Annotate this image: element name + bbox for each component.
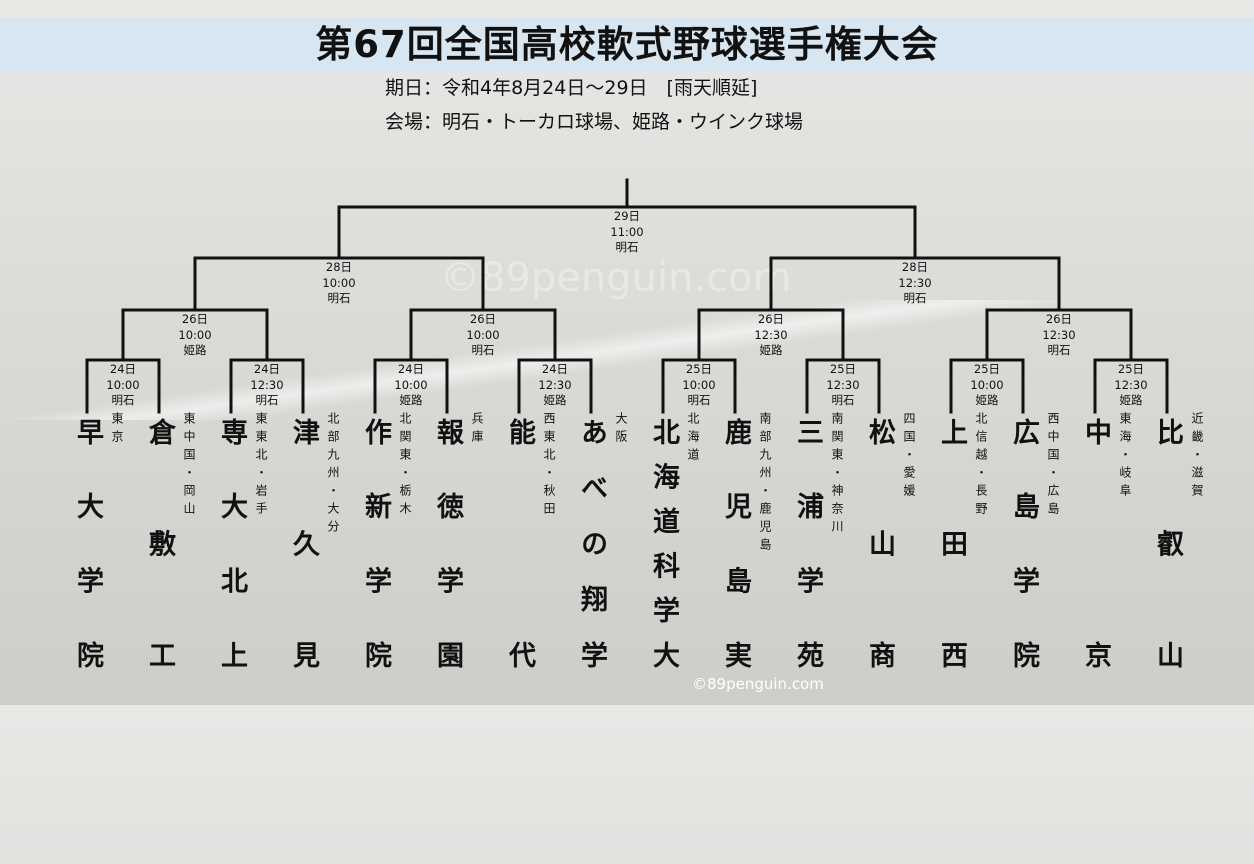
match-date: 28日 (325, 260, 353, 274)
match-time: 10:00 (106, 377, 140, 392)
match-venue: 姫路 (759, 343, 783, 357)
match-date: 24日 (541, 362, 569, 376)
tournament-venues: 会場：明石・トーカロ球場、姫路・ウインク球場 (385, 111, 804, 133)
page-title: 第67回全国高校軟式野球選手権大会 (315, 23, 939, 66)
match-date: 25日 (829, 362, 857, 376)
team-region: 東中国・岡山 (182, 412, 196, 520)
match-time: 12:30 (538, 377, 572, 392)
match-date: 24日 (109, 362, 137, 376)
team-region: 南関東・神奈川 (830, 412, 844, 538)
match-date: 25日 (1117, 362, 1145, 376)
match-time: 10:00 (466, 327, 500, 342)
match-time: 10:00 (970, 377, 1004, 392)
watermark-bottom: ©89penguin.com (692, 675, 824, 693)
match-time: 12:30 (1114, 377, 1148, 392)
team-name: 能代 (504, 418, 535, 864)
watermark: ©89penguin.com (440, 255, 792, 301)
team-region: 北海道 (686, 412, 700, 466)
match-time: 10:00 (178, 327, 212, 342)
team-name: 報徳学園 (432, 418, 463, 716)
match-venue: 明石 (687, 393, 711, 407)
match-time: 12:30 (826, 377, 860, 392)
match-date: 24日 (397, 362, 425, 376)
match-date: 26日 (469, 312, 497, 326)
match-time: 11:00 (610, 224, 644, 239)
team-name: 専大北上 (216, 418, 247, 716)
team-region: 西東北・秋田 (542, 412, 556, 520)
team-name: 中京 (1080, 418, 1111, 864)
match-venue: 明石 (615, 240, 639, 254)
match-date: 25日 (973, 362, 1001, 376)
match-venue: 明石 (831, 393, 855, 407)
team-name: 鹿児島実 (720, 418, 751, 716)
match-venue: 明石 (111, 393, 135, 407)
match-venue: 明石 (903, 291, 927, 305)
team-name: 松山商 (864, 418, 895, 753)
team-region: 四国・愛媛 (902, 412, 916, 502)
title-band (0, 18, 1254, 71)
match-date: 24日 (253, 362, 281, 376)
match-date: 26日 (1045, 312, 1073, 326)
match-time: 10:00 (394, 377, 428, 392)
match-time: 10:00 (322, 275, 356, 290)
team-region: 東東北・岩手 (254, 412, 268, 520)
match-venue: 姫路 (1119, 393, 1143, 407)
match-date: 26日 (181, 312, 209, 326)
match-venue: 明石 (255, 393, 279, 407)
match-venue: 姫路 (543, 393, 567, 407)
match-time: 12:30 (1042, 327, 1076, 342)
team-region: 西中国・広島 (1046, 412, 1060, 520)
match-time: 12:30 (898, 275, 932, 290)
team-region: 近畿・滋賀 (1190, 412, 1204, 502)
team-region: 北部九州・大分 (326, 412, 340, 538)
match-venue: 明石 (471, 343, 495, 357)
team-region: 大阪 (614, 412, 628, 448)
team-name: 比叡山 (1152, 418, 1183, 753)
match-venue: 姫路 (975, 393, 999, 407)
match-date: 25日 (685, 362, 713, 376)
team-name: 早大学院 (72, 418, 103, 716)
team-name: 津久見 (288, 418, 319, 753)
team-region: 南部九州・鹿児島 (758, 412, 772, 556)
team-region: 東海・岐阜 (1118, 412, 1132, 502)
match-venue: 姫路 (399, 393, 423, 407)
match-venue: 明石 (1047, 343, 1071, 357)
match-time: 10:00 (682, 377, 716, 392)
team-name: 上田西 (936, 418, 967, 753)
team-name: 三浦学苑 (792, 418, 823, 716)
team-name: 倉敷工 (144, 418, 175, 753)
match-date: 29日 (613, 209, 641, 223)
team-region: 北信越・長野 (974, 412, 988, 520)
match-date: 28日 (901, 260, 929, 274)
tournament-dates: 期日：令和4年8月24日～29日 [雨天順延] (385, 77, 758, 99)
tournament-bracket (85, 178, 1169, 414)
team-region: 兵庫 (470, 412, 484, 448)
match-venue: 姫路 (183, 343, 207, 357)
match-date: 26日 (757, 312, 785, 326)
team-name: 北海道科学大 (648, 418, 679, 686)
match-time: 12:30 (754, 327, 788, 342)
team-region: 東京 (110, 412, 124, 448)
match-venue: 明石 (327, 291, 351, 305)
team-name: あべの翔学 (576, 418, 607, 697)
team-name: 作新学院 (360, 418, 391, 716)
team-region: 北関東・栃木 (398, 412, 412, 520)
team-name: 広島学院 (1008, 418, 1039, 716)
match-time: 12:30 (250, 377, 284, 392)
